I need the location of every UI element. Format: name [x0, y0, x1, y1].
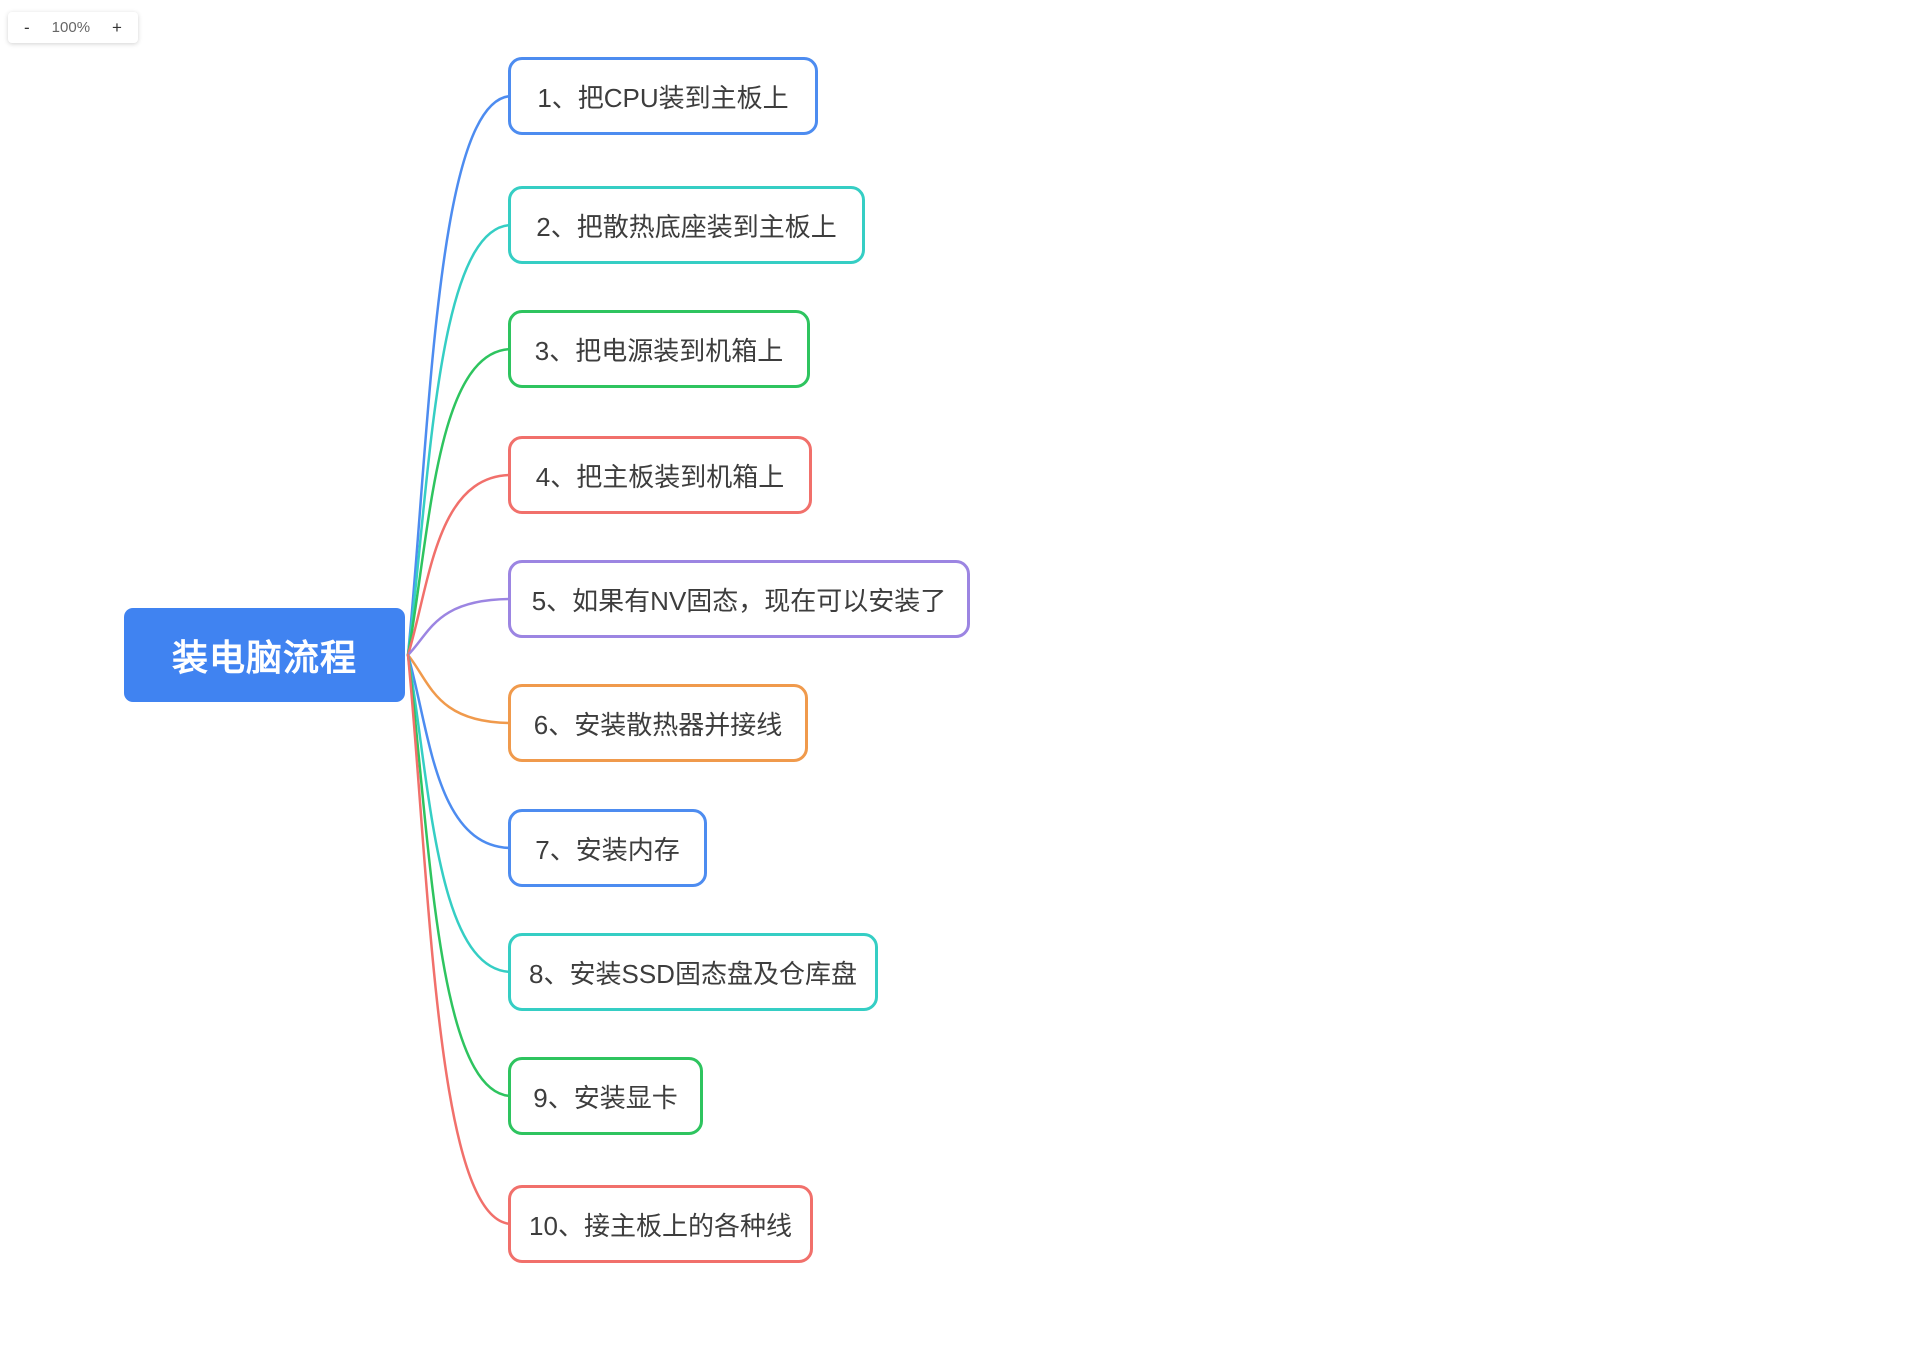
- root-node[interactable]: 装电脑流程: [124, 608, 405, 702]
- connector-line-3: [406, 347, 514, 657]
- connector-line-7: [406, 653, 514, 850]
- zoom-out-button[interactable]: -: [24, 18, 30, 37]
- connector-line-4: [406, 473, 514, 657]
- branch-node-7[interactable]: 7、安装内存: [508, 809, 707, 887]
- connector-line-8: [406, 653, 514, 974]
- branch-node-2[interactable]: 2、把散热底座装到主板上: [508, 186, 865, 264]
- branch-node-6[interactable]: 6、安装散热器并接线: [508, 684, 808, 762]
- zoom-in-button[interactable]: +: [112, 18, 122, 37]
- connector-line-1: [406, 94, 514, 657]
- connector-line-9: [406, 653, 514, 1098]
- zoom-level-label: 100%: [51, 19, 91, 36]
- branch-node-8[interactable]: 8、安装SSD固态盘及仓库盘: [508, 933, 878, 1011]
- zoom-toolbar: - 100% +: [8, 12, 138, 43]
- branch-node-10[interactable]: 10、接主板上的各种线: [508, 1185, 813, 1263]
- branch-node-1[interactable]: 1、把CPU装到主板上: [508, 57, 818, 135]
- branch-node-4[interactable]: 4、把主板装到机箱上: [508, 436, 812, 514]
- branch-node-3[interactable]: 3、把电源装到机箱上: [508, 310, 810, 388]
- branch-node-5[interactable]: 5、如果有NV固态，现在可以安装了: [508, 560, 970, 638]
- branch-node-9[interactable]: 9、安装显卡: [508, 1057, 703, 1135]
- connector-line-6: [406, 653, 514, 725]
- connector-line-5: [406, 597, 514, 657]
- connector-line-10: [406, 653, 514, 1226]
- connector-line-2: [406, 223, 514, 657]
